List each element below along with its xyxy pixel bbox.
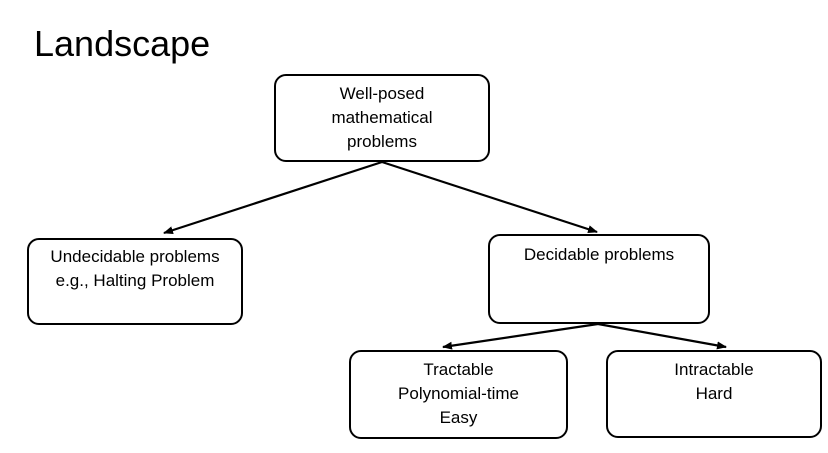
node-label-line: Easy — [439, 408, 478, 427]
edge-decidable-to-intractable — [597, 322, 727, 350]
node-label-line: mathematical — [331, 108, 433, 127]
node-label-line: Hard — [695, 384, 733, 403]
node-well-posed-problems: Well-posed mathematical problems — [274, 74, 490, 162]
node-intractable: Intractable Hard — [606, 350, 822, 438]
node-label-line: Undecidable problems — [50, 247, 220, 266]
node-undecidable-problems: Undecidable problems e.g., Halting Probl… — [27, 238, 243, 325]
node-label-line: Well-posed — [339, 84, 425, 103]
node-label-line: Intractable — [674, 360, 754, 379]
node-label-line: Decidable problems — [523, 245, 675, 264]
node-label-line: problems — [347, 132, 417, 151]
edge-root-to-undecidable — [163, 160, 383, 235]
edge-decidable-to-tractable — [442, 322, 599, 350]
node-tractable: Tractable Polynomial-time Easy — [349, 350, 568, 439]
node-decidable-problems: Decidable problems — [488, 234, 710, 324]
node-label-line: e.g., Halting Problem — [55, 271, 215, 290]
node-label-line: Polynomial-time — [398, 384, 519, 403]
edge-root-to-decidable — [381, 160, 598, 234]
node-label-line: Tractable — [423, 360, 494, 379]
slide-title: Landscape — [34, 23, 211, 64]
